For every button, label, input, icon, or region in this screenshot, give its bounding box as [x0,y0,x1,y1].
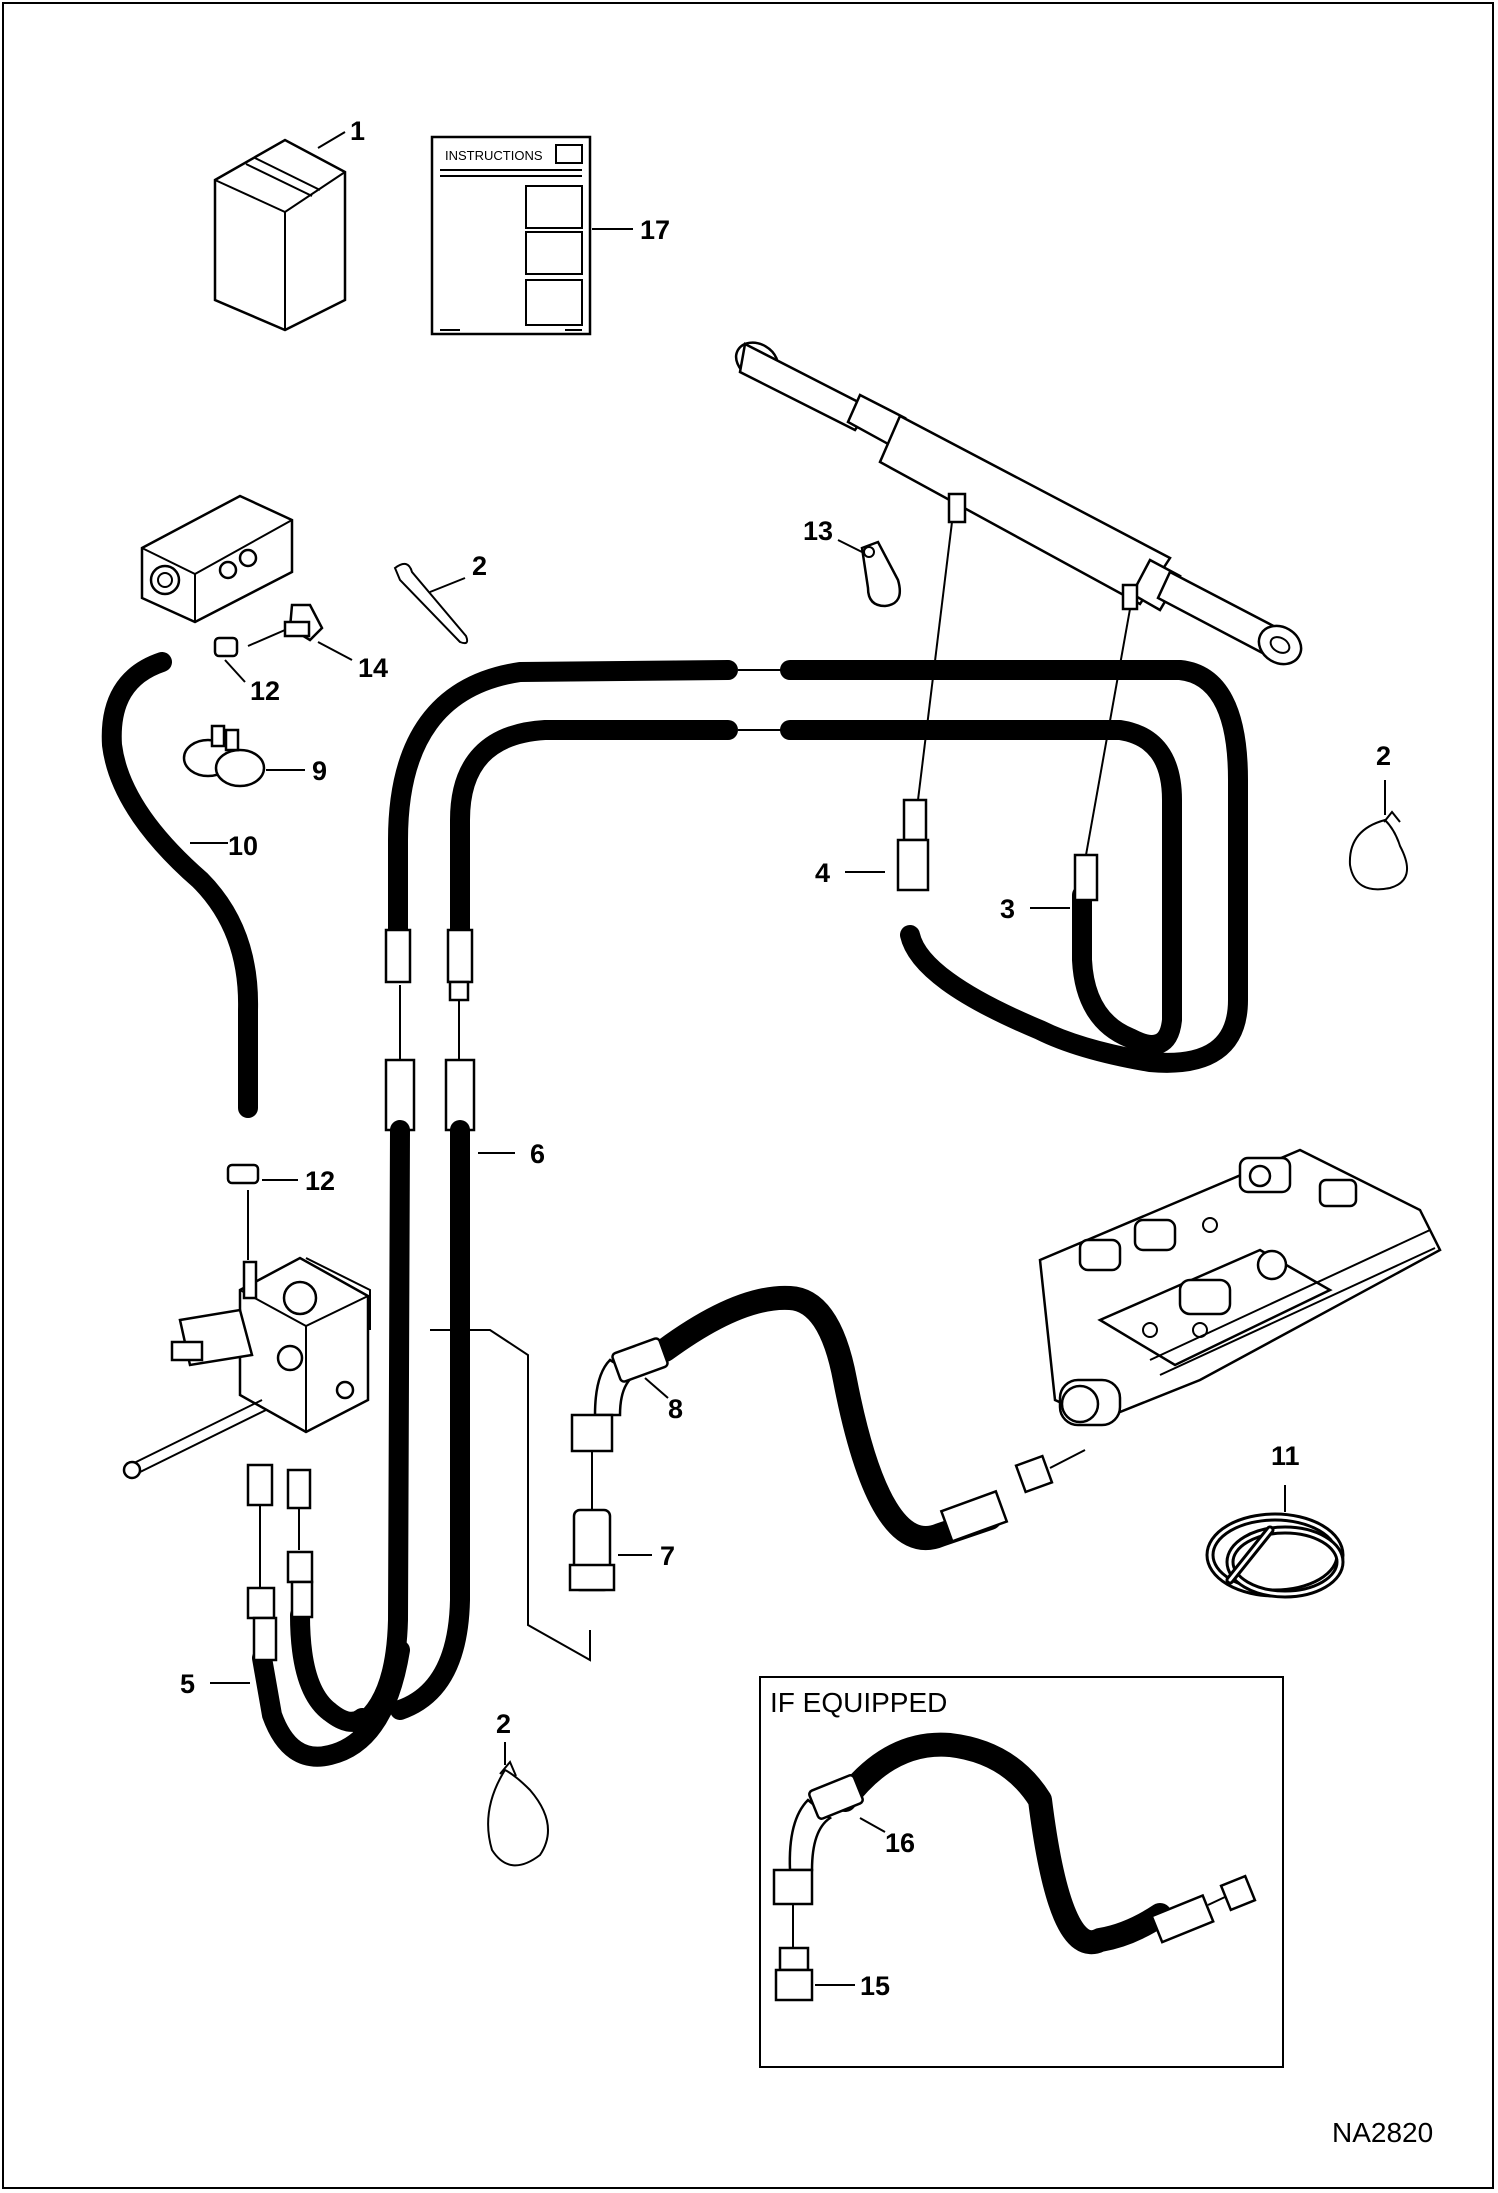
callout-5: 5 [180,1669,195,1699]
fitting-16-nut [1219,1874,1257,1912]
hose-8 [653,1285,1002,1550]
callout-10: 10 [228,831,258,861]
coiled-tube-11 [1205,1512,1345,1599]
callout-14: 14 [358,653,388,683]
callout-3: 3 [1000,894,1015,924]
if-equipped-inset [759,1676,1284,2068]
fitting-4-nut [896,838,930,892]
hose-inner-left [450,720,738,945]
callout-6: 6 [530,1139,545,1169]
fitting-under-valve-a [246,1463,274,1507]
dash-line-b [430,1329,591,1662]
hose-outer-right [780,660,1248,1073]
hose-5-right [290,1605,372,1732]
callout-2a-leader [429,577,466,593]
valve-block-bottom [122,1256,370,1480]
callout-14-link [247,629,286,647]
callout-8: 8 [668,1394,683,1424]
hose-6-right [390,1120,470,1720]
callout-17: 17 [640,215,670,245]
callout-1-leader [317,131,346,149]
callout-11: 11 [1271,1441,1300,1471]
pump-valve-assembly [1038,1148,1442,1427]
elbow-fitting-16 [772,1774,864,1906]
fitting-8-end [939,1489,1009,1543]
connector-line-3 [1085,608,1131,856]
callout-1: 1 [350,116,365,146]
callout-7: 7 [660,1541,675,1571]
callout-4: 4 [815,858,830,888]
cable-tie-2-bottom [487,1760,549,1867]
callout-13-leader [837,539,863,553]
valve-block-top [140,494,324,642]
fitting-under-valve-b [286,1468,312,1510]
hose-clamps-9 [182,724,266,788]
callout-16-leader [859,1817,886,1833]
callout-13: 13 [803,516,833,546]
callout-8-leader [644,1377,669,1399]
fitting-8-nut [1014,1454,1054,1494]
callout-2b: 2 [1376,741,1391,771]
fitting-6-right [444,1058,476,1132]
adapter-fitting-15 [774,1946,814,2002]
inset-title: IF EQUIPPED [770,1687,947,1718]
callout-2a: 2 [472,551,487,581]
fitting-left-outer-upper [384,928,412,984]
fitting-16-end [1150,1893,1215,1944]
hose-outer-left [388,660,738,945]
fitting-5b-lower [290,1580,314,1619]
kit-box [213,138,347,332]
callout-9: 9 [312,756,327,786]
drain-hose-10 [101,652,259,1118]
dash-line-a [305,1257,371,1330]
fitting-left-inner-upper [446,928,474,984]
connector-line-16 [1207,1896,1226,1906]
hose-clamp-13 [860,540,902,608]
cable-tie-2-top [393,562,469,645]
connector-line-8-pump [1049,1449,1086,1469]
fitting-5b [286,1550,314,1584]
connector-line-4 [917,521,953,801]
hydraulic-cylinder [734,341,1303,666]
fitting-6-left [384,1058,416,1132]
callout-2c: 2 [496,1709,511,1739]
instruction-sheet: INSTRUCTIONS [430,135,592,336]
fitting-12-lower [226,1163,260,1185]
fitting-5a-lower [252,1616,278,1662]
hose-16 [833,1732,1172,1955]
callout-12a: 12 [250,676,280,706]
fitting-3 [1073,853,1099,902]
callout-12a-leader [224,659,246,683]
fitting-5a [246,1586,276,1620]
callout-12b: 12 [305,1166,335,1196]
fitting-4 [902,798,928,842]
callout-14-leader [317,641,353,661]
callout-16: 16 [885,1828,915,1858]
elbow-fitting-8 [570,1337,669,1453]
instruction-sheet-heading: INSTRUCTIONS [445,148,543,163]
fitting-left-inner-nut [448,980,470,1002]
hose-6-left [350,1120,410,1735]
hose-5-left [252,1640,410,1767]
cable-tie-2-right [1348,810,1409,891]
adapter-fitting-7 [568,1508,616,1592]
fitting-12-top [213,636,239,658]
drawing-number: NA2820 [1332,2117,1433,2148]
callout-15: 15 [860,1971,890,2001]
hose-inner-right [780,720,1182,1055]
